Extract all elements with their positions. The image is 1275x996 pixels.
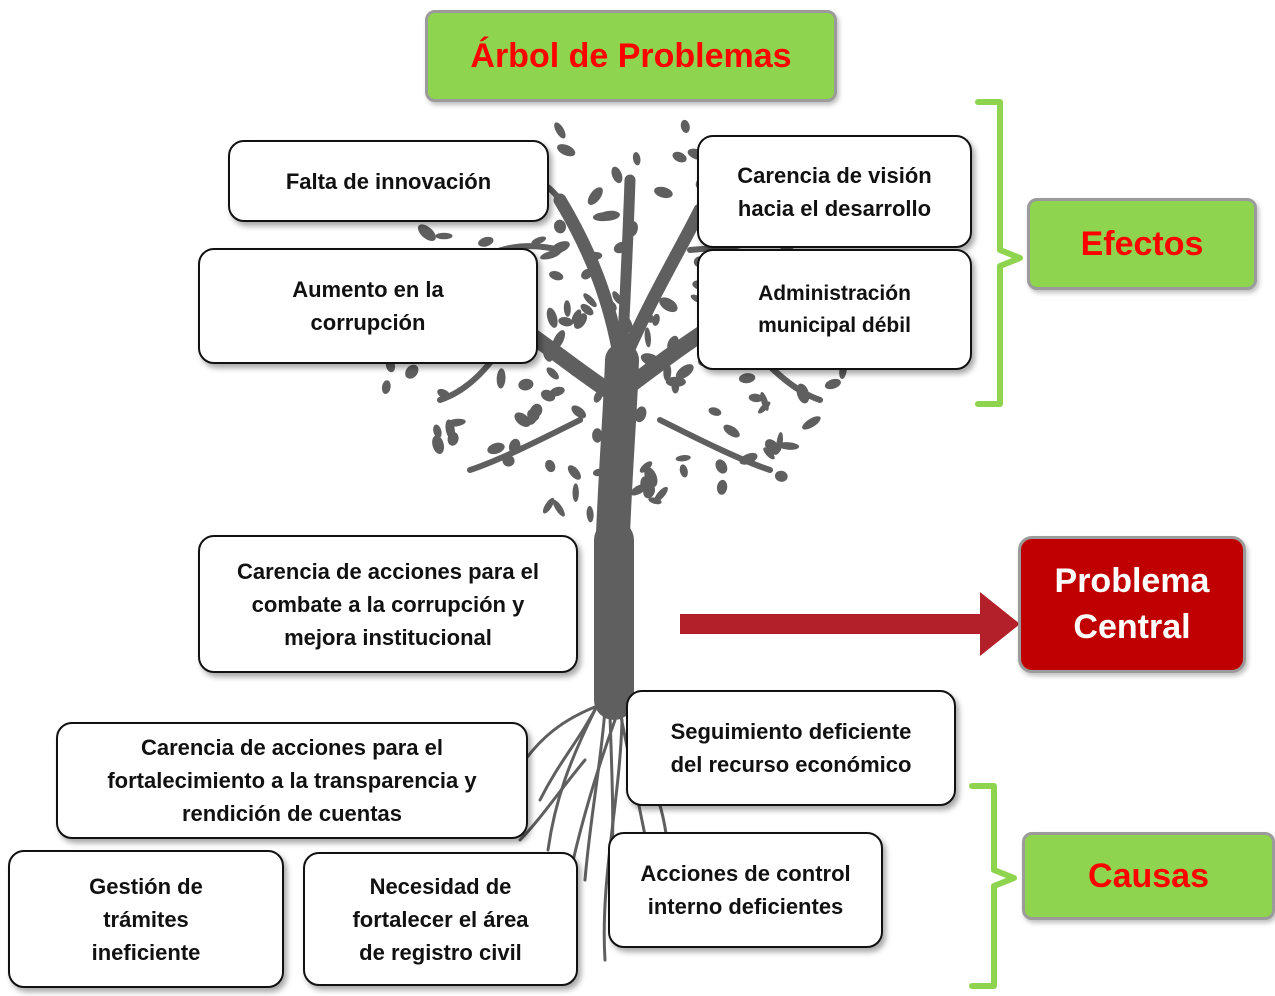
leaf-shape: [433, 424, 442, 439]
leaf-shape: [652, 313, 660, 326]
effect-box-carencia-de-vision: Carencia de visión hacia el desarrollo: [697, 135, 972, 248]
leaf-shape: [558, 317, 573, 327]
leaf-shape: [540, 250, 561, 260]
leaf-shape: [587, 187, 603, 205]
leaf-shape: [654, 486, 668, 502]
leaf-shape: [435, 232, 453, 240]
leaf-shape: [738, 373, 756, 384]
leaf-shape: [632, 152, 641, 166]
leaf-shape: [634, 406, 647, 423]
leaf-shape: [644, 467, 658, 488]
leaf-shape: [592, 212, 615, 222]
leaf-shape: [496, 368, 506, 389]
leaf-shape: [802, 416, 821, 430]
leaf-shape: [680, 119, 690, 133]
leaf-shape: [478, 236, 494, 247]
leaf-shape: [716, 479, 728, 495]
leaf-shape: [708, 407, 722, 416]
cause-box-seguimiento-deficiente: Seguimiento deficiente del recurso econó…: [626, 690, 956, 806]
leaf-shape: [432, 435, 445, 454]
leaf-shape: [567, 465, 581, 480]
leaf-shape: [405, 364, 419, 379]
leaf-shape: [639, 461, 653, 473]
leaf-shape: [381, 380, 391, 394]
central-problem-box: Problema Central: [1018, 536, 1246, 673]
cause-box-transparencia: Carencia de acciones para el fortalecimi…: [56, 722, 528, 839]
leaf-shape: [675, 454, 691, 462]
leaf-shape: [545, 459, 556, 473]
leaf-shape: [417, 224, 436, 241]
leaf-shape: [583, 293, 597, 308]
leaf-shape: [580, 303, 594, 316]
leaf-shape: [679, 464, 688, 478]
leaf-shape: [586, 506, 594, 523]
leaf-shape: [665, 376, 686, 387]
effect-box-falta-de-innovacion: Falta de innovación: [228, 140, 549, 222]
leaf-shape: [549, 270, 564, 281]
leaf-shape: [487, 442, 505, 455]
leaf-shape: [654, 186, 673, 199]
page-title: Árbol de Problemas: [425, 10, 837, 102]
efectos-label: Efectos: [1027, 198, 1257, 290]
leaf-shape: [546, 367, 559, 380]
leaf-shape: [553, 219, 567, 234]
arrow-to-central-problem: [680, 592, 1020, 656]
leaf-shape: [531, 236, 547, 245]
leaf-shape: [546, 307, 558, 328]
effect-box-administracion-debil: Administración municipal débil: [697, 249, 972, 370]
cause-box-control-interno: Acciones de control interno deficientes: [608, 832, 883, 948]
leaf-shape: [723, 424, 740, 438]
leaf-shape: [571, 405, 587, 419]
leaf-shape: [549, 386, 565, 397]
leaf-shape: [563, 300, 571, 317]
leaf-shape: [447, 432, 459, 446]
leaf-shape: [571, 309, 582, 324]
leaf-shape: [778, 442, 800, 450]
leaf-shape: [572, 483, 579, 503]
causas-label: Causas: [1022, 832, 1275, 920]
cause-box-gestion-tramites: Gestión de trámites ineficiente: [8, 850, 284, 988]
leaf-shape: [630, 483, 648, 496]
leaf-shape: [557, 144, 576, 157]
leaf-shape: [542, 497, 555, 514]
leaf-shape: [774, 470, 788, 482]
leaf-shape: [518, 378, 534, 391]
leaf-shape: [611, 166, 623, 184]
leaf-shape: [552, 499, 565, 517]
leaf-shape: [760, 392, 769, 411]
leaf-shape: [659, 297, 678, 313]
efectos-bracket: [975, 99, 1023, 407]
cause-box-registro-civil: Necesidad de fortalecer el área de regis…: [303, 852, 578, 986]
leaf-shape: [527, 404, 540, 425]
leaf-shape: [672, 151, 687, 163]
cause-box-combate-corrupcion: Carencia de acciones para el combate a l…: [198, 535, 578, 673]
leaf-shape: [554, 122, 566, 139]
effect-box-aumento-corrupcion: Aumento en la corrupción: [198, 248, 538, 364]
leaf-shape: [824, 378, 841, 390]
leaf-shape: [644, 327, 652, 348]
leaf-shape: [675, 364, 694, 380]
leaf-shape: [748, 393, 763, 403]
leaf-shape: [763, 447, 775, 460]
leaf-shape: [592, 428, 603, 443]
leaf-shape: [573, 313, 588, 329]
leaf-shape: [514, 412, 531, 427]
causas-bracket: [969, 783, 1017, 989]
leaf-shape: [715, 459, 728, 474]
leaf-shape: [612, 291, 622, 305]
